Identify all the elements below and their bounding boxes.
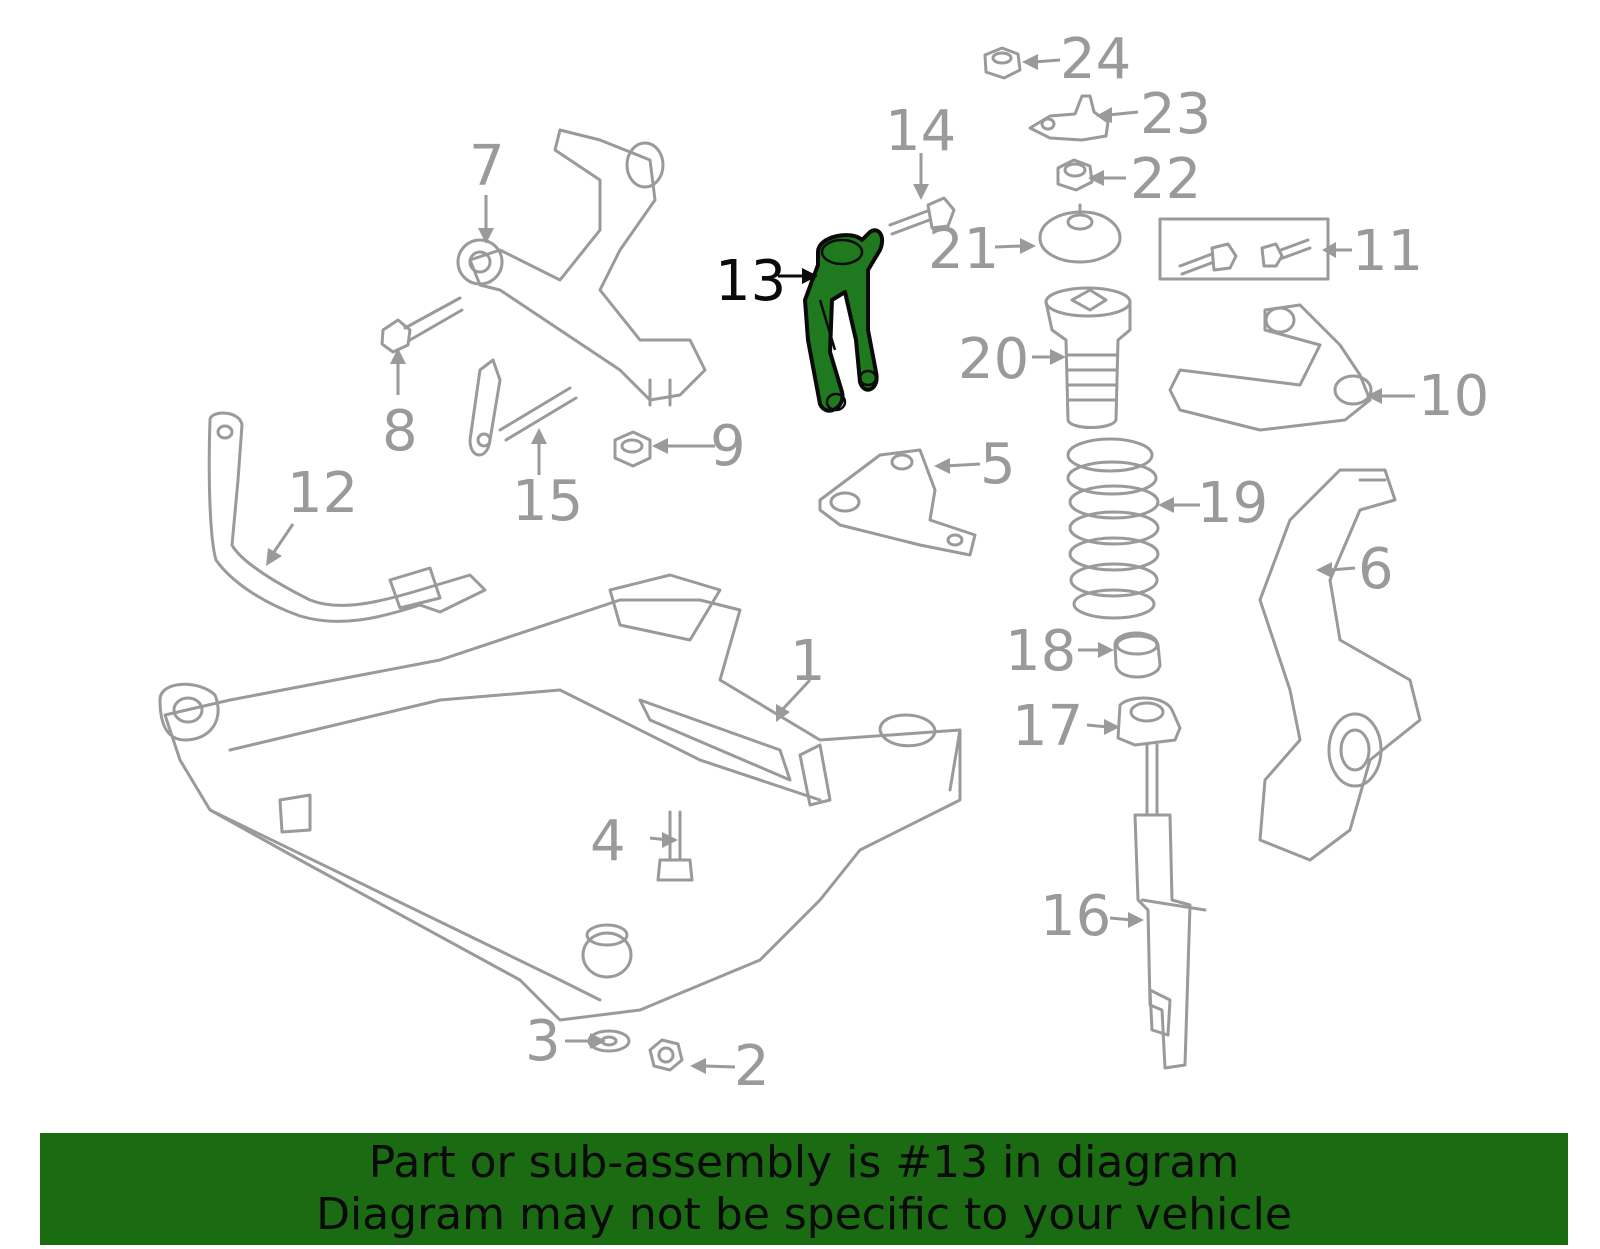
callout-6: 6 <box>1358 537 1394 602</box>
part-22-insulator <box>1056 158 1094 192</box>
part-19-coil-spring <box>1066 437 1160 620</box>
callout-15: 15 <box>512 469 583 534</box>
callout-9: 9 <box>710 414 746 479</box>
part-7-lower-arm <box>456 128 707 407</box>
part-2-nut <box>648 1038 684 1072</box>
callout-5: 5 <box>980 432 1016 497</box>
callout-12: 12 <box>287 461 358 526</box>
part-24-nut <box>983 46 1022 80</box>
part-6-knuckle <box>1258 468 1422 862</box>
callout-18: 18 <box>1005 619 1076 684</box>
part-8-bolt <box>380 296 464 354</box>
part-5-bracket <box>818 448 977 557</box>
callout-19: 19 <box>1197 471 1268 536</box>
callout-2: 2 <box>734 1034 770 1099</box>
part-9-nut <box>613 430 652 468</box>
callout-10: 10 <box>1418 364 1489 429</box>
part-14-bolt <box>888 196 956 236</box>
part-15-link <box>468 358 578 457</box>
part-1-subframe <box>158 573 962 1022</box>
part-13-upper-link <box>803 228 885 413</box>
info-banner: Part or sub-assembly is #13 in diagram D… <box>40 1133 1568 1245</box>
leader-arrows <box>266 54 1415 1074</box>
part-4-bolt <box>656 810 694 882</box>
callout-23: 23 <box>1140 82 1211 147</box>
callout-3: 3 <box>525 1009 561 1074</box>
part-21-strut-mount <box>1038 203 1122 264</box>
callout-22: 22 <box>1130 147 1201 212</box>
banner-line-part: Part or sub-assembly is #13 in diagram <box>368 1137 1240 1188</box>
banner-line-disclaimer: Diagram may not be specific to your vehi… <box>316 1189 1292 1240</box>
part-17-spring-seat <box>1116 696 1182 747</box>
callout-labels: 1 2 3 4 5 6 7 8 9 10 11 12 13 14 15 16 1… <box>287 27 1489 1099</box>
part-11-bolts <box>1158 217 1330 281</box>
part-20-dust-boot <box>1044 286 1132 429</box>
callout-1: 1 <box>790 629 826 694</box>
part-12-stabilizer-bar <box>207 411 487 623</box>
callout-4: 4 <box>590 809 626 874</box>
callout-13: 13 <box>715 249 786 314</box>
callout-21: 21 <box>928 217 999 282</box>
callout-7: 7 <box>469 134 505 199</box>
part-18-bump-stop <box>1113 631 1162 679</box>
callout-16: 16 <box>1040 884 1111 949</box>
callout-11: 11 <box>1352 219 1423 284</box>
part-10-upper-arm <box>1168 303 1373 432</box>
part-16-strut <box>1133 743 1207 1070</box>
callout-14: 14 <box>885 99 956 164</box>
part-23-mount-plate <box>1028 94 1110 142</box>
callout-17: 17 <box>1012 694 1083 759</box>
callout-8: 8 <box>382 399 418 464</box>
callout-24: 24 <box>1060 27 1131 92</box>
callout-20: 20 <box>958 327 1029 392</box>
